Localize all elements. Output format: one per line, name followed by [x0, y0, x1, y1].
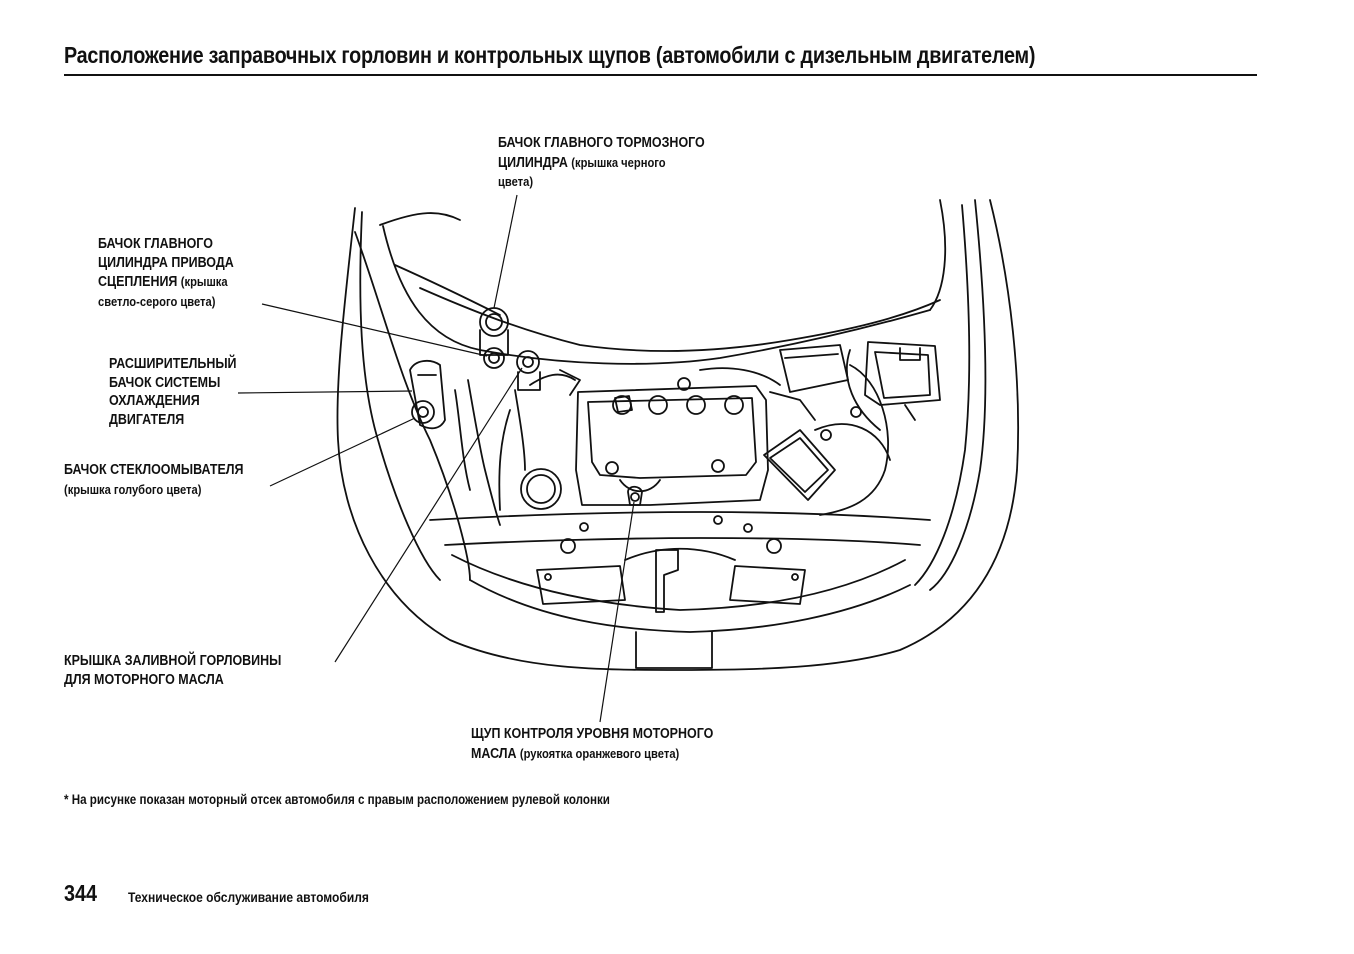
intake-hoses [454, 367, 781, 526]
fender-outline [336, 199, 1020, 671]
leader-line-clutch-reservoir [261, 303, 488, 357]
fuse-box [763, 349, 891, 501]
leader-line-brake-reservoir [493, 194, 518, 309]
oil-dipstick [627, 485, 643, 506]
callout-line: БАЧОК ГЛАВНОГО ТОРМОЗНОГО [498, 135, 705, 151]
callout-note: (крышка голубого цвета) [64, 481, 202, 497]
page-number: 344 [64, 880, 98, 906]
callout-line: ДВИГАТЕЛЯ [109, 411, 185, 428]
callout-line: КРЫШКА ЗАЛИВНОЙ ГОРЛОВИНЫ [64, 653, 282, 669]
leader-line-washer-reservoir [269, 417, 416, 487]
callout-line: СЦЕПЛЕНИЯ [98, 274, 178, 290]
callout-note: (крышка черного [571, 154, 666, 170]
engine-compartment-illustration [336, 199, 1020, 671]
callout-oil-dipstick: ЩУП КОНТРОЛЯ УРОВНЯ МОТОРНОГО МАСЛА (рук… [471, 725, 713, 763]
callout-line: РАСШИРИТЕЛЬНЫЙ [109, 356, 237, 372]
oil-filler-cap [516, 350, 541, 391]
callout-note: (рукоятка оранжевого цвета) [519, 745, 680, 761]
leader-line-oil-dipstick [599, 501, 635, 723]
callout-brake-reservoir: БАЧОК ГЛАВНОГО ТОРМОЗНОГО ЦИЛИНДРА (крыш… [498, 134, 705, 192]
leader-lines [237, 194, 635, 723]
leader-line-coolant-reservoir [237, 390, 413, 394]
callout-coolant-reservoir: РАСШИРИТЕЛЬНЫЙ БАЧОК СИСТЕМЫ ОХЛАЖДЕНИЯ … [109, 355, 237, 429]
clutch-reservoir [483, 347, 505, 369]
footnote: * На рисунке показан моторный отсек авто… [64, 792, 610, 807]
callout-line: БАЧОК ГЛАВНОГО [98, 236, 213, 252]
callout-line: БАЧОК СТЕКЛООМЫВАТЕЛЯ [64, 462, 244, 478]
coolant-reservoir [409, 359, 446, 430]
air-box [769, 344, 889, 516]
hood-outline [379, 199, 947, 365]
callout-line: ДЛЯ МОТОРНОГО МАСЛА [64, 671, 224, 688]
callout-line: ЦИЛИНДРА [498, 154, 568, 171]
page-title: Расположение заправочных горловин и конт… [64, 42, 1036, 68]
title-underline [64, 74, 1257, 76]
front-bumper [429, 511, 931, 669]
callout-line: ОХЛАЖДЕНИЯ [109, 393, 200, 409]
engine-cover [575, 385, 769, 506]
callout-line: ЩУП КОНТРОЛЯ УРОВНЯ МОТОРНОГО [471, 726, 714, 742]
callout-washer-reservoir: БАЧОК СТЕКЛООМЫВАТЕЛЯ (крышка голубого ц… [64, 461, 243, 499]
leader-line-oil-filler-cap [334, 367, 523, 663]
callout-oil-filler-cap: КРЫШКА ЗАЛИВНОЙ ГОРЛОВИНЫ ДЛЯ МОТОРНОГО … [64, 652, 281, 689]
section-name: Техническое обслуживание автомобиля [128, 889, 369, 905]
callout-note: цвета) [498, 174, 534, 189]
callout-line: БАЧОК СИСТЕМЫ [109, 374, 221, 391]
callout-note: (крышка [180, 274, 228, 289]
battery [864, 341, 941, 421]
callout-note: светло-серого цвета) [98, 293, 216, 309]
callout-clutch-reservoir: БАЧОК ГЛАВНОГО ЦИЛИНДРА ПРИВОДА СЦЕПЛЕНИ… [98, 235, 234, 311]
callout-line: ЦИЛИНДРА ПРИВОДА [98, 254, 234, 271]
callout-line: МАСЛА [471, 745, 517, 762]
washer-reservoir-cap [411, 400, 435, 424]
